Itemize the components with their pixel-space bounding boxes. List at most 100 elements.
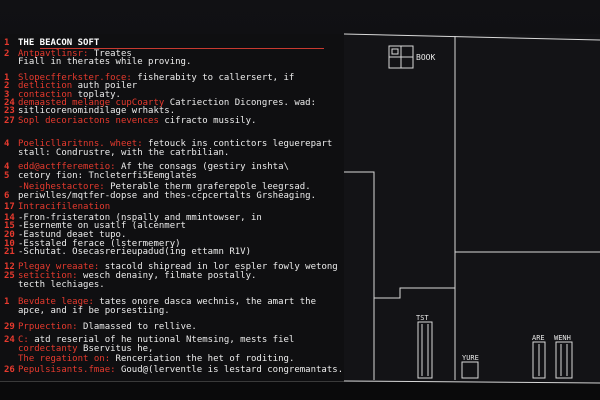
- line-value: auth poiler: [77, 81, 138, 91]
- line-text: sitlicorenomindilage wrhakts.: [18, 105, 175, 117]
- title-underline: [40, 48, 324, 49]
- line-number: 23: [4, 106, 15, 116]
- line-text: C: atd reserial of he nutional Ntemsing,…: [18, 334, 294, 346]
- line-text: apce, and if be porsestiing.: [18, 305, 170, 317]
- line-value: -Esernemte on usatlf (alcenmert: [18, 221, 186, 231]
- line-number: 2: [4, 81, 10, 91]
- line-number: 4: [4, 139, 10, 149]
- line-key: The regationt on:: [18, 354, 116, 364]
- line-value: -Schutat. Osecasrerieupadud(ing ettamn R…: [18, 247, 251, 257]
- line-value: stacold shipread in lor espler fowly wet…: [104, 262, 338, 272]
- editor-line[interactable]: The regationt on: Renceriation the het o…: [0, 353, 344, 365]
- editor-line[interactable]: -Neighestactore: Peterable therm grafere…: [0, 181, 344, 193]
- line-text: detliction auth poiler: [18, 80, 137, 92]
- tst-column: [417, 321, 433, 379]
- line-text: cordectanty Bservitus he,: [18, 343, 153, 355]
- line-number: 2: [4, 49, 10, 59]
- line-value: -Fron-fristeraton (nspally and mmintowse…: [18, 213, 262, 223]
- editor-line[interactable]: 1 Slopecfferkster.foce: fisherabity to ca…: [0, 72, 344, 84]
- text-editor-pane[interactable]: [0, 34, 345, 382]
- line-value: stall: Condrustre, with the catrbilian.: [18, 148, 230, 158]
- line-value: -Eastund deaet tupo.: [18, 230, 127, 240]
- wenh-column: [555, 341, 573, 379]
- drawing-canvas-pane[interactable]: [344, 34, 600, 382]
- editor-line[interactable]: 15-Esernemte on usatlf (alcenmert: [0, 220, 344, 232]
- line-value: THE BEACON SOFT: [18, 38, 100, 48]
- line-text: -Eastund deaet tupo.: [18, 229, 126, 241]
- line-value: toplaty.: [77, 90, 121, 100]
- line-text: periwlles/mqtfer-dopse and thes-ccpcerta…: [18, 190, 316, 202]
- editor-line[interactable]: 1 THE BEACON SOFT: [0, 37, 344, 49]
- line-value: -Esstaled ferace (lstermemery): [18, 239, 181, 249]
- line-value: fetouck ins contictors leguerepart: [148, 139, 333, 149]
- editor-line[interactable]: 4 Poelicllaritnns. wheet: fetouck ins con…: [0, 138, 344, 150]
- line-number: 5: [4, 171, 10, 181]
- line-value: cetory fion: Tncleterfi5Eemglates: [18, 171, 197, 181]
- line-value: apce, and if be porsestiing.: [18, 306, 170, 316]
- line-value: fisherabity to callersert, if: [137, 73, 295, 83]
- line-key: Intracifilenation: [18, 202, 111, 212]
- line-number: 1: [4, 38, 10, 48]
- line-number: 4: [4, 162, 10, 172]
- line-text: Poelicllaritnns. wheet: fetouck ins cont…: [18, 138, 332, 150]
- line-text: -Schutat. Osecasrerieupadud(ing ettamn R…: [18, 246, 251, 258]
- line-value: Renceriation the het of roditing.: [115, 354, 295, 364]
- editor-line[interactable]: 4 edd@actfferemetio: Af the consags (gest…: [0, 161, 344, 173]
- line-text: Fiall in therates while proving.: [18, 56, 191, 68]
- editor-line[interactable]: stall: Condrustre, with the catrbilian.: [0, 147, 344, 159]
- line-key: cordectanty: [18, 344, 84, 354]
- line-text: demaasted melange cupCoarty Catriection …: [18, 97, 316, 109]
- editor-line[interactable]: 14-Fron-fristeraton (nspally and mmintow…: [0, 212, 344, 224]
- editor-line[interactable]: 5 cetory fion: Tncleterfi5Eemglates: [0, 170, 344, 182]
- editor-line[interactable]: 20-Eastund deaet tupo.: [0, 229, 344, 241]
- wenh-label: WENH: [554, 334, 571, 342]
- line-text: THE BEACON SOFT: [18, 37, 99, 49]
- line-number: 1: [4, 297, 10, 307]
- line-number: 3: [4, 90, 10, 100]
- line-number: 29: [4, 322, 15, 332]
- line-key: Slopecfferkster.foce:: [18, 73, 138, 83]
- line-value: Bservitus he,: [83, 344, 154, 354]
- line-text: Sopl decoriactons nevences cifracto muss…: [18, 115, 256, 127]
- line-number: 24: [4, 98, 15, 108]
- line-text: edd@actfferemetio: Af the consags (gesti…: [18, 161, 289, 173]
- line-text: tecth lechiages.: [18, 279, 105, 291]
- ground-line: [343, 380, 600, 384]
- line-key: Poelicllaritnns. wheet:: [18, 139, 149, 149]
- editor-line[interactable]: Fiall in therates while proving.: [0, 56, 344, 68]
- line-text: -Fron-fristeraton (nspally and mmintowse…: [18, 212, 262, 224]
- editor-line[interactable]: 10-Esstaled ferace (lstermemery): [0, 238, 344, 250]
- are-label: ARE: [532, 334, 545, 342]
- editor-line[interactable]: cordectanty Bservitus he,: [0, 343, 344, 355]
- line-number: 1: [4, 73, 10, 83]
- editor-line[interactable]: tecth lechiages.: [0, 279, 344, 291]
- line-value: tecth lechiages.: [18, 280, 105, 290]
- line-number: 25: [4, 271, 15, 281]
- line-value: Af the consags (gestiry inshta\: [120, 162, 289, 172]
- editor-line[interactable]: apce, and if be porsestiing.: [0, 305, 344, 317]
- line-number: 21: [4, 247, 15, 257]
- line-value: atd reserial of he nutional Ntemsing, me…: [34, 335, 295, 345]
- line-value: tates onore dasca wechnis, the amart the: [99, 297, 317, 307]
- line-value: Treates: [93, 49, 132, 59]
- are-column: [532, 341, 546, 379]
- line-text: -Esstaled ferace (lstermemery): [18, 238, 181, 250]
- line-number: 14: [4, 213, 15, 223]
- line-key: -Neighestactore:: [18, 182, 111, 192]
- editor-line[interactable]: 21-Schutat. Osecasrerieupadud(ing ettamn…: [0, 246, 344, 258]
- line-value: Fiall in therates while proving.: [18, 57, 192, 67]
- editor-line[interactable]: 2 detliction auth poiler: [0, 80, 344, 92]
